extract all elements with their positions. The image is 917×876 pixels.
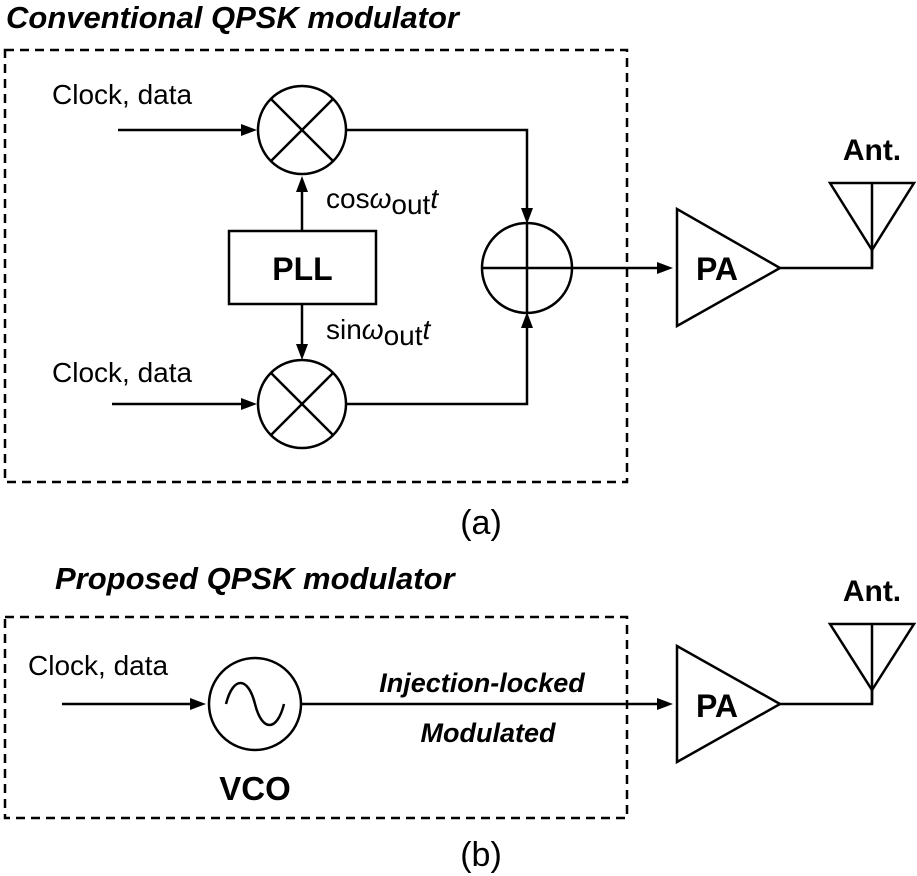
vco-icon [207, 656, 303, 752]
mixer-top [256, 84, 348, 176]
pll-cos-arrow [296, 176, 308, 231]
antenna-a-icon [827, 181, 917, 268]
adder-to-pa-arrow [572, 262, 673, 274]
panel-a-caption: (a) [460, 504, 502, 542]
pa-b-label: PA [696, 688, 738, 724]
panel-b-caption: (b) [460, 836, 502, 874]
pa-a-to-antenna-wire [780, 248, 874, 270]
pa-a: PA [675, 206, 783, 329]
pa-a-label: PA [696, 251, 738, 287]
panel-a-input-bottom-label: Clock, data [52, 357, 192, 388]
panel-a-input-bottom-arrow [112, 398, 257, 410]
antenna-b-icon [827, 622, 917, 704]
signal-label-modulated: Modulated [421, 718, 556, 748]
panel-b-modulator-box [3, 615, 629, 820]
panel-a-input-top-arrow [118, 124, 257, 136]
panel-a-title: Conventional QPSK modulator [6, 0, 461, 35]
antenna-b-label: Ant. [843, 575, 901, 608]
pll-sin-arrow [296, 304, 308, 360]
sin-omega-label: sinωoutt [326, 314, 432, 351]
panel-b-input-arrow [62, 698, 206, 710]
panel-a-modulator-box [3, 48, 629, 484]
cos-omega-label: cosωoutt [326, 183, 439, 220]
vco-to-pa-arrow [301, 698, 673, 710]
adder [480, 221, 574, 315]
pll-label: PLL [272, 251, 332, 287]
antenna-a-label: Ant. [843, 134, 901, 167]
pll-block: PLL [227, 229, 378, 306]
mixer-top-to-adder-wire [346, 128, 533, 224]
pa-b: PA [675, 643, 783, 765]
vco-label: VCO [219, 770, 291, 807]
panel-b-input-label: Clock, data [28, 650, 168, 681]
panel-b-title: Proposed QPSK modulator [55, 561, 457, 596]
panel-a-input-top-label: Clock, data [52, 79, 192, 110]
mixer-bottom [256, 358, 348, 450]
signal-label-injection-locked: Injection-locked [379, 668, 585, 698]
mixer-bottom-to-adder-wire [346, 312, 533, 406]
pa-b-to-antenna-wire [780, 690, 874, 706]
